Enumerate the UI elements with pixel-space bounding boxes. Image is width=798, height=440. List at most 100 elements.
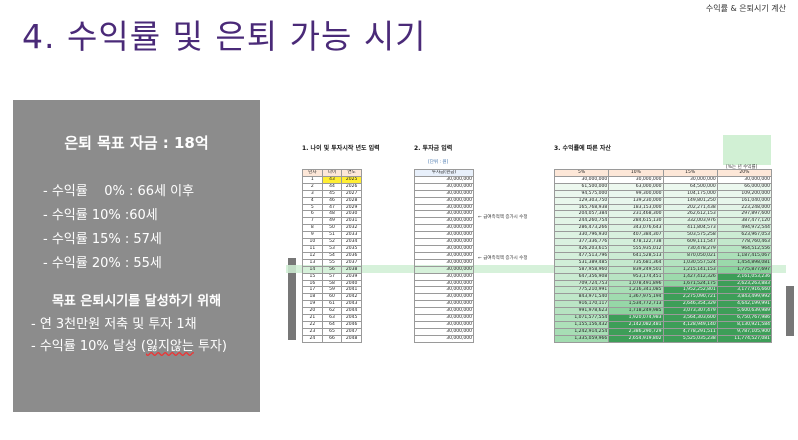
table-row: 30,000,000 [414,196,474,205]
return-cell: 916,170,117 [553,300,610,309]
return-cell: 30,000,000 [662,175,718,184]
age-cell: 2028 [341,196,362,205]
age-cell: 2041 [341,286,362,295]
investment-cell: 30,000,000 [414,314,474,322]
age-cell: 2035 [341,244,362,253]
table-row: 30,000,000 [414,244,474,253]
investment-cell: 30,000,000 [414,196,474,205]
return-cell: 387,477,120 [716,217,773,226]
age-header-cell: 연도 [341,169,362,177]
return-cell: 3,177,916,660 [716,286,773,295]
age-cell: 2 [302,182,323,191]
age-cell: 2042 [341,293,362,302]
return-cell: 426,203,615 [553,244,610,253]
age-cell: 24 [302,334,323,343]
age-cell: 50 [321,224,343,233]
table-row: 30,000,000 [414,272,474,281]
investment-cell: 30,000,000 [414,258,474,267]
return-cell: 1,671,524,175 [662,279,718,288]
age-cell: 2032 [341,224,362,233]
salary-note: ← 급여측적액 증가시 수정 [478,215,528,220]
age-cell: 44 [321,182,343,191]
return-cell: 61,500,000 [553,182,610,191]
age-header-cell: 나이 [321,169,343,177]
return-cell: 1,454,898,081 [716,258,773,267]
investment-cell: 30,000,000 [414,175,474,184]
return-cell: 3,564,303,600 [662,314,718,322]
return-cell: 1,215,141,153 [662,265,718,274]
return-cell: 139,230,000 [608,196,664,205]
age-cell: 2027 [341,189,362,198]
return-cell: 30,000,000 [553,175,610,184]
return-cell: 5,600,639,989 [716,307,773,316]
investment-cell: 30,000,000 [414,300,474,309]
age-cell: 54 [321,251,343,260]
age-cell: 2034 [341,238,362,246]
table-row: 30,000,000 [414,175,474,184]
age-cell: 51 [321,231,343,240]
return-header-cell: 20% [716,169,773,177]
investment-cell: 30,000,000 [414,272,474,281]
section-investment-title: 2. 투자금 입력 [414,145,453,152]
age-cell: 66 [321,334,343,343]
plan-item: - 수익률 20% : 55세 [43,256,162,271]
spellcheck-word: 잃지않는 [146,339,194,354]
return-header-cell: 10% [608,169,664,177]
age-cell: 2048 [341,334,362,343]
slide-tag: 수익률 & 은퇴시기 계산 [705,4,786,13]
return-cell: 478,122,738 [608,238,664,246]
investment-cell: 30,000,000 [414,293,474,302]
table-row: 30,000,000 [414,334,474,343]
age-cell: 48 [321,210,343,219]
return-cell: 165,768,938 [553,203,610,212]
return-cell: 1,427,412,326 [662,272,718,281]
return-cell: 1,718,249,985 [608,307,664,316]
table-row: 30,000,000 [414,293,474,302]
age-cell: 59 [321,286,343,295]
return-cell: 1,920,074,983 [608,314,664,322]
age-cell: 2047 [341,327,362,336]
age-cell: 2044 [341,307,362,316]
return-cell: 870,050,021 [662,251,718,260]
age-cell: 2026 [341,182,362,191]
age-cell: 14 [302,265,323,274]
investment-cell: 30,000,000 [414,307,474,316]
return-cell: 284,615,130 [608,217,664,226]
return-cell: 223,248,000 [716,203,773,212]
return-cell: 1,952,252,801 [662,286,718,295]
age-cell: 22 [302,320,323,329]
table-row: 30,000,000 [414,238,474,246]
age-cell: 57 [321,272,343,281]
return-cell: 2,142,082,481 [608,320,664,329]
age-cell: 46 [321,196,343,205]
scroll-handle-right[interactable] [786,286,794,336]
age-cell: 10 [302,238,323,246]
scroll-handle-left[interactable] [288,258,296,340]
investment-cell: 30,000,000 [414,217,474,226]
age-cell: 60 [321,293,343,302]
return-cell: 244,260,754 [553,217,610,226]
target-title: 목표 은퇴시기를 달성하기 위해 [51,294,222,309]
table-row: 30,000,000 [414,279,474,288]
age-cell: 5 [302,203,323,212]
table-row: 30,000,000 [414,307,474,316]
return-cell: 30,000,000 [716,175,773,184]
step-item: - 연 3천만원 저축 및 투자 1채 [31,317,197,332]
return-cell: 407,384,307 [608,231,664,240]
age-cell: 12 [302,251,323,260]
